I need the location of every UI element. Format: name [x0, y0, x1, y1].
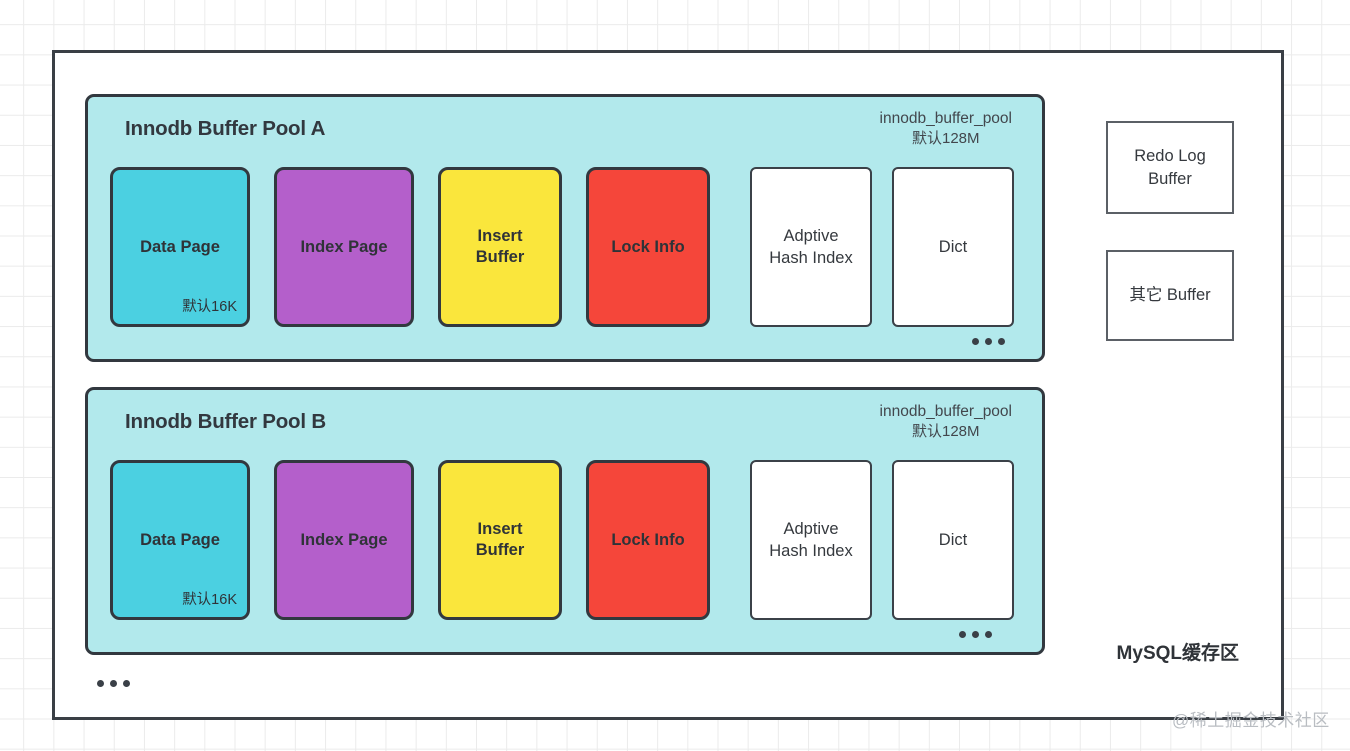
- dot: [110, 680, 117, 687]
- pool-b-parameter-value: 默认128M: [912, 423, 980, 441]
- card-label: Lock Info: [611, 530, 685, 549]
- mysql-cache-frame: Innodb Buffer Pool A innodb_buffer_pool …: [52, 50, 1284, 720]
- pool-b-card-dict: Dict: [892, 460, 1014, 620]
- card-label: Data Page: [140, 237, 220, 256]
- pool-a-parameter-value: 默认128M: [912, 130, 980, 148]
- dot: [985, 631, 992, 638]
- pool-b-card-index-page: Index Page: [274, 460, 414, 620]
- pool-b-parameter: innodb_buffer_pool 默认128M: [880, 402, 1012, 442]
- other-buffer-box: 其它 Buffer: [1106, 250, 1234, 341]
- pool-b-parameter-name: innodb_buffer_pool: [879, 403, 1012, 420]
- pool-a-card-index-page: Index Page: [274, 167, 414, 327]
- innodb-buffer-pool-a: Innodb Buffer Pool A innodb_buffer_pool …: [85, 94, 1045, 362]
- pool-a-title: Innodb Buffer Pool A: [125, 117, 326, 140]
- card-label: Index Page: [300, 530, 388, 549]
- dot: [985, 338, 992, 345]
- watermark: @稀土掘金技术社区: [1172, 711, 1330, 730]
- frame-caption: MySQL缓存区: [1116, 643, 1239, 664]
- dot: [998, 338, 1005, 345]
- other-buffer-label: 其它 Buffer: [1129, 286, 1211, 305]
- dot: [959, 631, 966, 638]
- innodb-buffer-pool-b: Innodb Buffer Pool B innodb_buffer_pool …: [85, 387, 1045, 655]
- dot: [972, 338, 979, 345]
- card-label: Dict: [938, 530, 968, 549]
- pool-b-card-data-page: Data Page 默认16K: [110, 460, 250, 620]
- pool-b-ellipsis: [959, 631, 992, 638]
- card-label: Data Page: [140, 530, 220, 549]
- pool-b-card-lock-info: Lock Info: [586, 460, 710, 620]
- pool-a-ellipsis: [972, 338, 1005, 345]
- card-sublabel: 默认16K: [182, 591, 237, 608]
- card-label: Lock Info: [611, 237, 685, 256]
- pool-a-card-data-page: Data Page 默认16K: [110, 167, 250, 327]
- pool-a-card-dict: Dict: [892, 167, 1014, 327]
- dot: [972, 631, 979, 638]
- card-label: Dict: [938, 237, 968, 256]
- frame-ellipsis: [97, 680, 130, 687]
- card-sublabel: 默认16K: [182, 298, 237, 315]
- pool-a-card-lock-info: Lock Info: [586, 167, 710, 327]
- dot: [97, 680, 104, 687]
- pool-b-title: Innodb Buffer Pool B: [125, 410, 326, 433]
- pool-a-parameter: innodb_buffer_pool 默认128M: [880, 109, 1012, 149]
- pool-a-parameter-name: innodb_buffer_pool: [879, 110, 1012, 127]
- card-label: Index Page: [300, 237, 388, 256]
- dot: [123, 680, 130, 687]
